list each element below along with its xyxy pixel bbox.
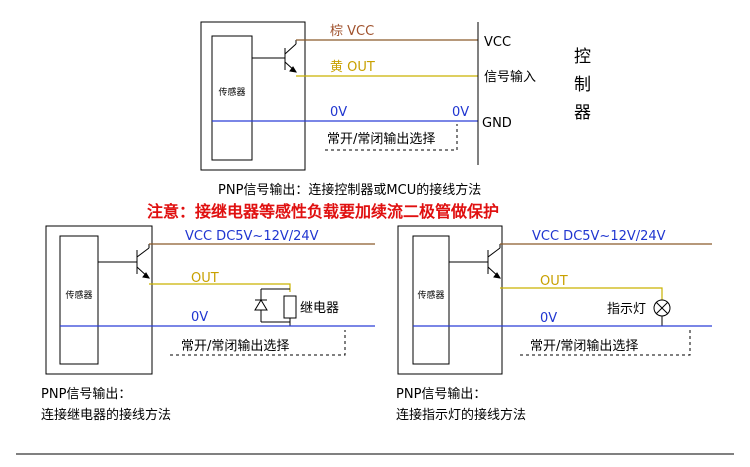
- left-sensor-outer-box: [45, 225, 153, 375]
- right-no-nc-dashed-line: [520, 330, 691, 356]
- right-0v-label: 0V: [540, 311, 557, 326]
- top-no-nc-label: 常开/常闭输出选择: [327, 131, 435, 147]
- top-no-nc-dashed-line: [325, 124, 458, 151]
- top-vcc-wire-label: 棕 VCC: [330, 24, 374, 39]
- right-lamp-label: 指示灯: [607, 302, 646, 317]
- top-sensor-inner-box: [211, 35, 253, 161]
- right-out-wire: [500, 287, 663, 300]
- left-relay-label: 继电器: [300, 301, 339, 316]
- left-caption-line-2: 连接继电器的接线方法: [41, 407, 171, 423]
- right-sensor-outer-box: [397, 225, 503, 375]
- top-sensor-label: 传感器: [218, 86, 245, 98]
- right-caption-line-2: 连接指示灯的接线方法: [396, 407, 526, 423]
- top-out-wire-label: 黄 OUT: [330, 60, 375, 75]
- left-out-label: OUT: [191, 271, 219, 286]
- right-transistor-icon: [449, 244, 501, 279]
- left-caption-line-1: PNP信号输出：: [41, 386, 131, 402]
- top-diagram: 传感器 棕 VCC 黄 OUT 0V 0V 常开/常闭输出选择 VCC 信号输入…: [200, 21, 591, 198]
- right-caption-line-1: PNP信号输出：: [396, 386, 486, 402]
- left-sensor-inner-box: [59, 235, 99, 365]
- warning-text: 注意：接继电器等感性负载要加续流二极管做保护: [147, 202, 499, 221]
- left-vcc-label: VCC DC5V~12V/24V: [185, 229, 319, 244]
- right-out-label: OUT: [540, 274, 568, 289]
- top-controller-name-1: 控: [574, 47, 591, 67]
- left-transistor-icon: [98, 244, 150, 279]
- right-no-nc-label: 常开/常闭输出选择: [530, 338, 638, 354]
- top-caption: PNP信号输出：连接控制器或MCU的接线方法: [218, 182, 481, 198]
- left-diagram: 传感器 VCC DC5V~12V/24V OUT 继电器 0V 常开/: [41, 225, 375, 423]
- right-diagram: 传感器 VCC DC5V~12V/24V OUT 指示灯 0V 常开/常闭输出选…: [396, 225, 712, 423]
- top-controller-name-3: 器: [574, 103, 591, 123]
- left-out-wire: [149, 283, 291, 292]
- top-0v-right-label: 0V: [452, 105, 469, 120]
- left-relay-coil-icon: [283, 295, 297, 319]
- top-transistor-icon: [252, 40, 297, 73]
- right-sensor-inner-box: [412, 235, 450, 365]
- top-controller-vcc: VCC: [484, 35, 511, 50]
- top-controller-name-2: 制: [574, 75, 591, 95]
- right-vcc-label: VCC DC5V~12V/24V: [532, 229, 666, 244]
- left-no-nc-label: 常开/常闭输出选择: [181, 338, 289, 354]
- right-sensor-label: 传感器: [417, 289, 444, 301]
- top-controller-gnd: GND: [482, 116, 512, 131]
- left-diode-icon: [254, 288, 290, 323]
- left-no-nc-dashed-line: [170, 330, 346, 356]
- top-sensor-outer-box: [200, 21, 306, 171]
- left-0v-label: 0V: [191, 310, 208, 325]
- top-controller-signal: 信号输入: [484, 69, 536, 85]
- top-0v-wire-label: 0V: [330, 105, 347, 120]
- left-sensor-label: 传感器: [65, 289, 92, 301]
- lamp-icon: [653, 299, 671, 317]
